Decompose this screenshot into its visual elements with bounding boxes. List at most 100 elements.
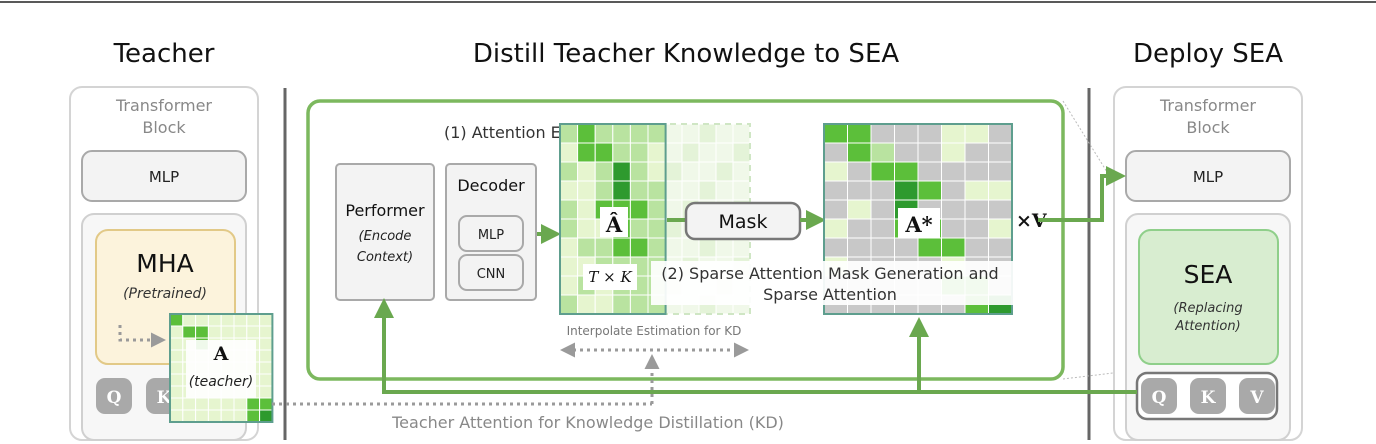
heading-deploy: Deploy SEA <box>1133 39 1283 69</box>
a-hat-cell <box>647 123 667 144</box>
decoder-mlp-label: MLP <box>478 228 504 243</box>
a-star-cell <box>964 180 989 201</box>
a-hat-cell <box>629 218 649 239</box>
a-hat-cell <box>559 275 579 296</box>
teacher-cell <box>259 325 273 339</box>
a-star-cell <box>847 237 872 258</box>
teacher-cell <box>169 313 184 327</box>
ghost-cell <box>698 142 717 163</box>
a-star-cell <box>917 180 942 201</box>
ghost-cell <box>681 161 700 182</box>
teacher-cell <box>220 397 235 411</box>
a-hat-cell <box>577 237 596 258</box>
ghost-cell <box>715 142 734 163</box>
teacher-cell <box>195 409 209 423</box>
sea-sub-line1: (Replacing <box>1173 301 1242 316</box>
a-hat-cell <box>594 142 614 163</box>
a-hat-cell <box>577 123 596 144</box>
interpolate-label: Interpolate Estimation for KD <box>567 324 742 338</box>
distill-panel: Performer (Encode Context) Decoder MLP C… <box>306 99 1065 404</box>
ghost-cell <box>732 123 751 144</box>
teacher-cell <box>259 385 273 399</box>
ghost-cell <box>715 123 734 144</box>
a-star-cell <box>941 199 966 220</box>
a-star-cell <box>941 180 966 201</box>
teacher-cell <box>207 409 222 423</box>
a-star-cell <box>894 142 919 163</box>
ghost-cell <box>664 123 683 144</box>
a-hat-cell <box>594 237 614 258</box>
teacher-mlp-box <box>81 150 247 202</box>
teacher-cell <box>169 397 184 411</box>
teacher-attn-label-bg <box>186 340 256 398</box>
a-hat-cell <box>559 218 579 239</box>
teacher-cell <box>207 397 222 411</box>
mha-title: MHA <box>136 249 193 278</box>
a-star-cell <box>917 142 942 163</box>
a-star-cell <box>823 161 848 182</box>
deploy-panel: Transformer Block MLP SEA (Replacing Att… <box>1062 86 1303 441</box>
a-star-cell <box>964 237 989 258</box>
a-star-cell <box>847 199 872 220</box>
a-star-cell <box>870 237 895 258</box>
a-hat-cell <box>629 123 649 144</box>
teacher-cell <box>182 313 197 327</box>
ghost-cell <box>664 142 683 163</box>
teacher-cell <box>220 409 235 423</box>
a-hat-cell <box>559 142 579 163</box>
teacher-cell <box>259 409 273 423</box>
times-v-label: ×V <box>1016 210 1048 232</box>
deploy-k-label: K <box>1201 388 1217 408</box>
a-hat-cell <box>629 180 649 201</box>
a-hat-cell <box>594 123 614 144</box>
teacher-cell <box>169 337 184 351</box>
ghost-cell <box>732 237 751 258</box>
teacher-cell <box>169 409 184 423</box>
decoder-cnn-box <box>458 254 524 291</box>
a-hat-cell <box>559 237 579 258</box>
deploy-block-title-line1: Transformer <box>1159 96 1256 115</box>
a-star-cell <box>988 199 1013 220</box>
a-star-cell <box>917 161 942 182</box>
a-star-cell <box>988 237 1013 258</box>
teacher-cell <box>246 409 261 423</box>
a-star-cell <box>917 123 942 144</box>
teacher-cell <box>220 325 235 339</box>
a-star-cell <box>964 123 989 144</box>
a-hat-cell <box>612 161 631 182</box>
a-hat-frame <box>559 123 667 315</box>
teacher-cell <box>182 397 197 411</box>
a-star-cell <box>988 142 1013 163</box>
mask-label: Mask <box>719 211 768 233</box>
a-star-cell <box>870 161 895 182</box>
a-hat-cell <box>647 199 667 220</box>
sparse-label-line1: (2) Sparse Attention Mask Generation and <box>661 264 998 283</box>
sea-box <box>1138 229 1279 365</box>
teacher-cell <box>195 313 209 327</box>
ghost-cell <box>732 142 751 163</box>
teacher-k-label: K <box>157 388 173 408</box>
a-hat-cell <box>559 256 579 277</box>
a-star-cell <box>870 180 895 201</box>
a-star-cell <box>894 180 919 201</box>
teacher-cell <box>259 397 273 411</box>
teacher-cell <box>169 385 184 399</box>
a-star-cell <box>823 218 848 239</box>
ghost-cell <box>715 237 734 258</box>
a-hat-cell <box>629 161 649 182</box>
a-star-cell <box>823 180 848 201</box>
a-hat-cell <box>577 294 596 315</box>
a-hat-cell <box>647 180 667 201</box>
a-star-cell <box>823 199 848 220</box>
teacher-mlp-label: MLP <box>149 168 179 186</box>
a-hat-cell <box>612 237 631 258</box>
a-star-cell <box>894 237 919 258</box>
deploy-mlp-label: MLP <box>1193 168 1223 186</box>
a-star-cell <box>847 142 872 163</box>
teacher-cell <box>169 349 184 363</box>
teacher-block-title-line2: Block <box>142 118 186 137</box>
teacher-cell <box>207 325 222 339</box>
mha-subtitle: (Pretrained) <box>123 286 207 302</box>
teacher-cell <box>233 397 248 411</box>
ghost-cell <box>664 180 683 201</box>
